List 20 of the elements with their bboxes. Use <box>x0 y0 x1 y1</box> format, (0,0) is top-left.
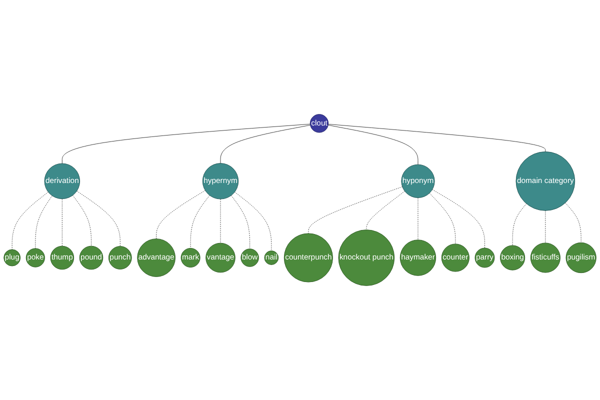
connector <box>230 195 250 250</box>
connector <box>12 192 48 250</box>
connector <box>35 195 52 249</box>
connector <box>76 190 120 247</box>
connector <box>512 203 527 246</box>
connector <box>156 190 206 240</box>
connector <box>72 195 92 246</box>
connector <box>220 198 221 244</box>
connector <box>545 210 546 244</box>
connector <box>429 192 456 244</box>
connector <box>432 189 485 248</box>
connector <box>328 124 546 152</box>
connector <box>565 202 582 243</box>
connector <box>220 124 311 164</box>
connector <box>308 186 403 234</box>
connector <box>366 190 405 230</box>
connector <box>190 195 210 248</box>
connector <box>328 124 418 165</box>
connector <box>62 124 310 164</box>
connector <box>234 192 272 252</box>
